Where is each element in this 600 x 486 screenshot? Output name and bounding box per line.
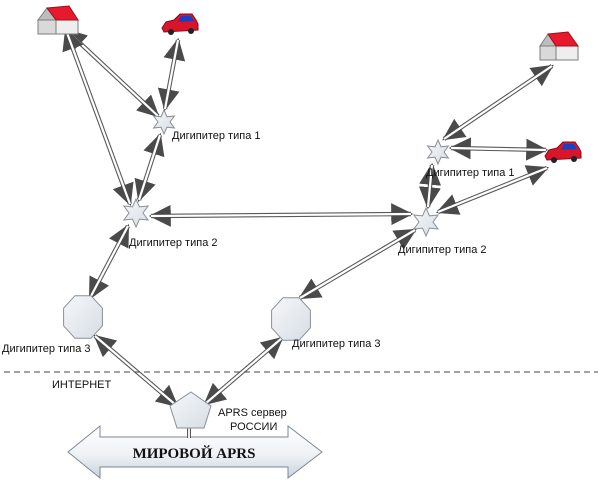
radio-link-inner	[64, 29, 132, 205]
internet-label: ИНТЕРНЕТ	[52, 379, 112, 391]
digipeater-label: Дигипитер типа 2	[129, 237, 218, 249]
radio-link-inner	[299, 229, 416, 299]
digipeater-label: Дигипитер типа 2	[398, 244, 487, 256]
radio-link-inner	[137, 134, 162, 201]
digipeater-type3-icon	[63, 295, 103, 339]
digipeater-type3-icon	[271, 297, 311, 341]
world-aprs-label: МИРОВОЙ APRS	[133, 445, 256, 462]
radio-link-inner	[150, 212, 412, 218]
radio-link-inner	[437, 166, 548, 214]
server-label: APRS сервер	[218, 407, 287, 419]
radio-link-inner	[426, 164, 434, 208]
digipeater-label: Дигипитер типа 1	[426, 167, 515, 179]
house-icon	[37, 5, 79, 35]
server-label: РОССИИ	[230, 421, 277, 433]
radio-link-inner	[443, 65, 553, 140]
nodes-layer	[37, 5, 582, 429]
car-icon	[161, 13, 199, 35]
digipeater-type1-icon	[152, 108, 176, 136]
digipeater-type2-icon	[412, 206, 440, 238]
digipeater-label: Дигипитер типа 3	[2, 343, 91, 355]
house-icon	[539, 31, 579, 61]
digipeater-type1-icon	[426, 138, 450, 166]
radio-link-inner	[163, 39, 180, 110]
radio-link-inner	[94, 335, 178, 407]
digipeater-label: Дигипитер типа 3	[292, 338, 381, 350]
car-icon	[544, 141, 582, 163]
radio-link-inner	[204, 337, 283, 405]
world-aprs-banner: МИРОВОЙ APRS	[67, 424, 323, 480]
links-layer	[62, 27, 554, 408]
digipeater-label: Дигипитер типа 1	[172, 130, 261, 142]
radio-link-inner	[450, 146, 547, 152]
radio-link-inner	[89, 225, 129, 299]
digipeater-type2-icon	[122, 197, 150, 229]
aprs-server-icon	[169, 391, 212, 429]
